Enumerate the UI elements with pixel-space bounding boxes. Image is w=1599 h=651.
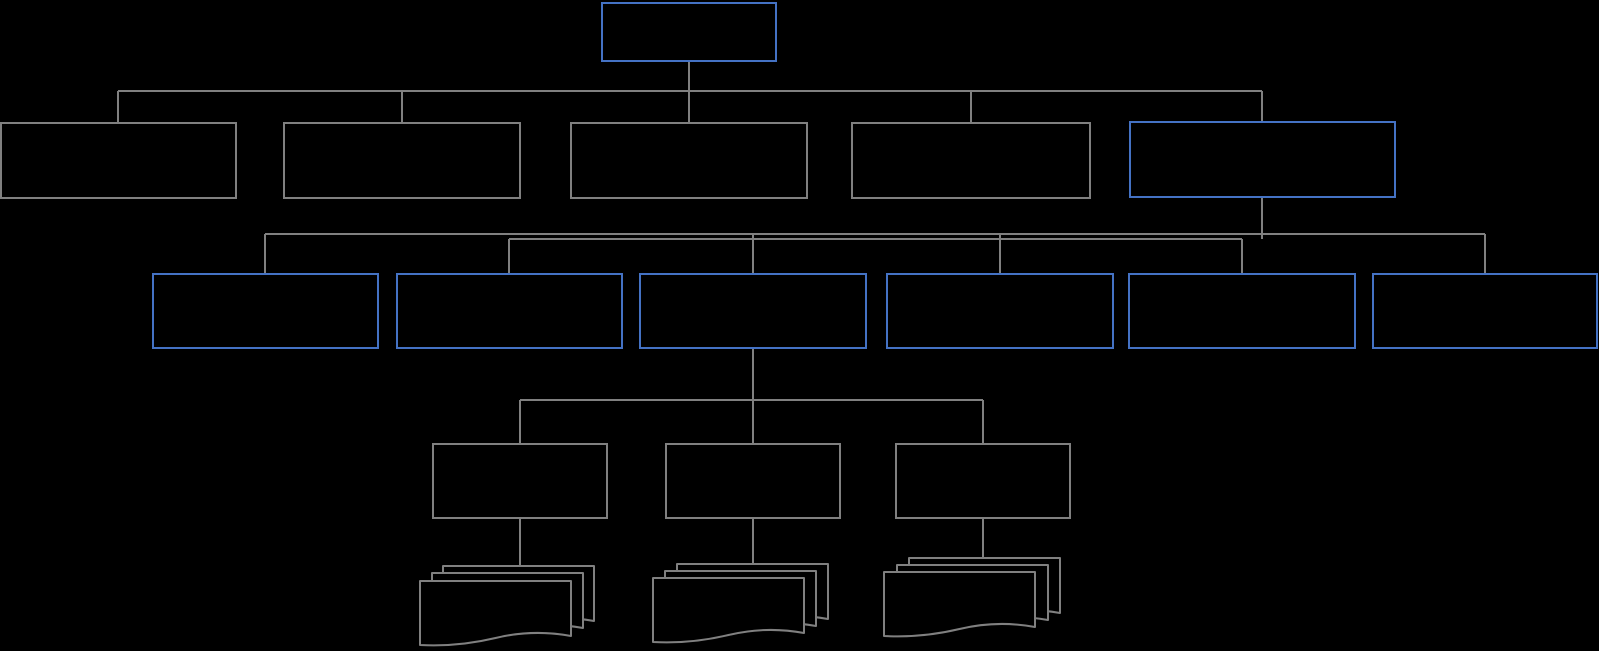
node-level2-5[interactable] (1129, 121, 1396, 198)
node-level2-3[interactable] (570, 122, 808, 199)
connector-root-to-level2 (117, 61, 1263, 123)
document-stack-2[interactable] (652, 563, 829, 644)
node-level3-5[interactable] (1128, 273, 1356, 349)
document-stack-1[interactable] (419, 565, 595, 647)
document-stack-3[interactable] (883, 557, 1061, 638)
node-level2-2[interactable] (283, 122, 521, 199)
document-shape-front (419, 580, 572, 647)
node-level2-4[interactable] (851, 122, 1091, 199)
node-level2-1[interactable] (0, 122, 237, 199)
node-level3-6[interactable] (1372, 273, 1598, 349)
node-level3-2[interactable] (396, 273, 623, 349)
connector-level2-5-to-level3 (264, 197, 1486, 274)
document-shape-front (883, 571, 1036, 638)
connector-level4-to-document-stacks (519, 518, 984, 566)
node-level3-1[interactable] (152, 273, 379, 349)
node-level4-2[interactable] (665, 443, 841, 519)
node-root[interactable] (601, 2, 777, 62)
document-shape-front (652, 577, 805, 644)
node-level3-3[interactable] (639, 273, 867, 349)
node-level4-3[interactable] (895, 443, 1071, 519)
node-level4-1[interactable] (432, 443, 608, 519)
connector-level3-3-to-level4 (519, 348, 984, 444)
node-level3-4[interactable] (886, 273, 1114, 349)
